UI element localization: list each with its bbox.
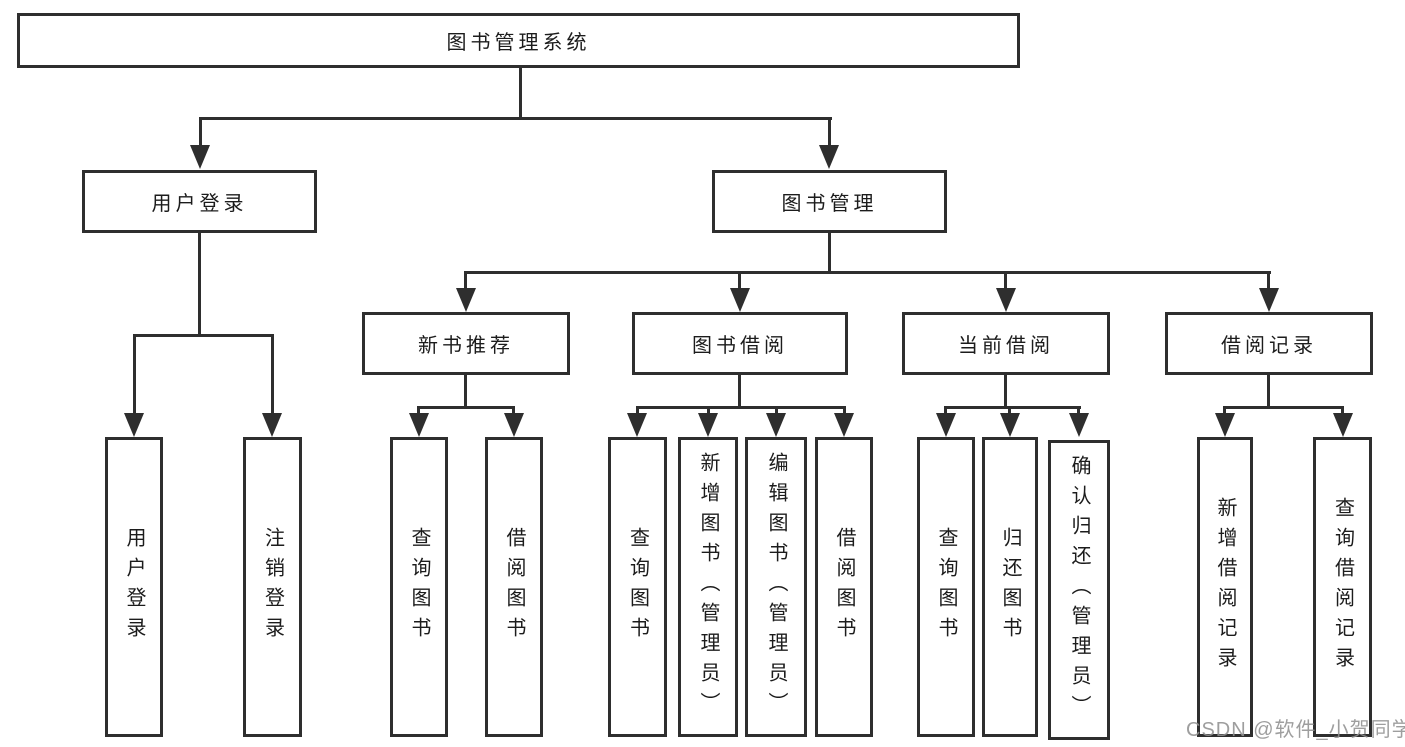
arrow-leaf-logout xyxy=(262,413,282,437)
arrow-bb-query xyxy=(627,413,647,437)
connector-stem-bb-borrow xyxy=(843,406,846,413)
arrow-br-add xyxy=(1215,413,1235,437)
connector-records-bar xyxy=(1224,406,1344,409)
node-borrowing-records: 借阅记录 xyxy=(1165,312,1373,375)
leaf-borrowing-query-books: 查询图书 xyxy=(608,437,667,737)
arrow-br-query xyxy=(1333,413,1353,437)
connector-stem-cb-confirm xyxy=(1077,406,1080,413)
connector-stem-bb-edit xyxy=(775,406,778,413)
leaf-borrowing-add-books-admin: 新增图书（管理员） xyxy=(678,437,738,737)
connector-newbook-drop xyxy=(464,375,467,408)
node-user-login: 用户登录 xyxy=(82,170,317,233)
connector-root-bar xyxy=(199,117,832,120)
leaf-borrowing-edit-books-admin: 编辑图书（管理员） xyxy=(745,437,807,737)
leaf-user-login: 用户登录 xyxy=(105,437,163,737)
arrow-nb-borrow xyxy=(504,413,524,437)
node-root: 图书管理系统 xyxy=(17,13,1020,68)
connector-root-drop xyxy=(519,68,522,118)
arrow-book-mgmt xyxy=(819,145,839,169)
connector-bookmgmt-bar xyxy=(465,271,1271,274)
connector-stem-bb-query xyxy=(636,406,639,413)
connector-stem-user-login xyxy=(199,117,202,145)
node-book-management: 图书管理 xyxy=(712,170,947,233)
connector-userlogin-drop xyxy=(198,233,201,335)
connector-stem-bb-add xyxy=(707,406,710,413)
connector-stem-cb-query xyxy=(944,406,947,413)
connector-currentborrow-drop xyxy=(1004,375,1007,408)
arrow-bb-add xyxy=(698,413,718,437)
leaf-current-return-books: 归还图书 xyxy=(982,437,1038,737)
connector-stem-book-mgmt xyxy=(828,117,831,145)
arrow-cb-return xyxy=(1000,413,1020,437)
connector-bookborrow-drop xyxy=(738,375,741,408)
node-new-book-recommend: 新书推荐 xyxy=(362,312,570,375)
leaf-logout: 注销登录 xyxy=(243,437,302,737)
leaf-borrowing-borrow-books: 借阅图书 xyxy=(815,437,873,737)
connector-stem-br-add xyxy=(1223,406,1226,413)
connector-stem-nb-query xyxy=(417,406,420,413)
arrow-bb-edit xyxy=(766,413,786,437)
connector-stem-book-borrow xyxy=(738,271,741,288)
leaf-newbook-borrow-books: 借阅图书 xyxy=(485,437,543,737)
arrow-user-login xyxy=(190,145,210,169)
connector-stem-nb-borrow xyxy=(512,406,515,413)
arrow-borrow-records xyxy=(1259,288,1279,312)
arrow-bb-borrow xyxy=(834,413,854,437)
connector-stem-current-borrow xyxy=(1004,271,1007,288)
connector-stem-cb-return xyxy=(1008,406,1011,413)
arrow-cb-query xyxy=(936,413,956,437)
connector-stem-new-book xyxy=(464,271,467,288)
leaf-newbook-query-books: 查询图书 xyxy=(390,437,448,737)
connector-currentborrow-bar xyxy=(944,406,1081,409)
leaf-records-query-record: 查询借阅记录 xyxy=(1313,437,1372,737)
node-book-borrowing: 图书借阅 xyxy=(632,312,848,375)
connector-bookmgmt-drop xyxy=(828,233,831,274)
leaf-records-add-record: 新增借阅记录 xyxy=(1197,437,1253,737)
connector-stem-leaf-logout xyxy=(271,334,274,413)
connector-stem-leaf-login xyxy=(133,334,136,413)
connector-records-drop xyxy=(1267,375,1270,408)
leaf-current-confirm-return-admin: 确认归还（管理员） xyxy=(1048,440,1110,740)
connector-userlogin-bar xyxy=(133,334,274,337)
connector-newbook-bar xyxy=(418,406,515,409)
arrow-nb-query xyxy=(409,413,429,437)
connector-stem-borrow-records xyxy=(1267,271,1270,288)
node-current-borrowing: 当前借阅 xyxy=(902,312,1110,375)
connector-bookborrow-bar xyxy=(636,406,845,409)
arrow-book-borrow xyxy=(730,288,750,312)
arrow-cb-confirm xyxy=(1069,413,1089,437)
arrow-current-borrow xyxy=(996,288,1016,312)
connector-stem-br-query xyxy=(1341,406,1344,413)
leaf-current-query-books: 查询图书 xyxy=(917,437,975,737)
arrow-leaf-login xyxy=(124,413,144,437)
arrow-new-book xyxy=(456,288,476,312)
csdn-watermark: CSDN @软件_小贺同学 xyxy=(1186,719,1405,741)
